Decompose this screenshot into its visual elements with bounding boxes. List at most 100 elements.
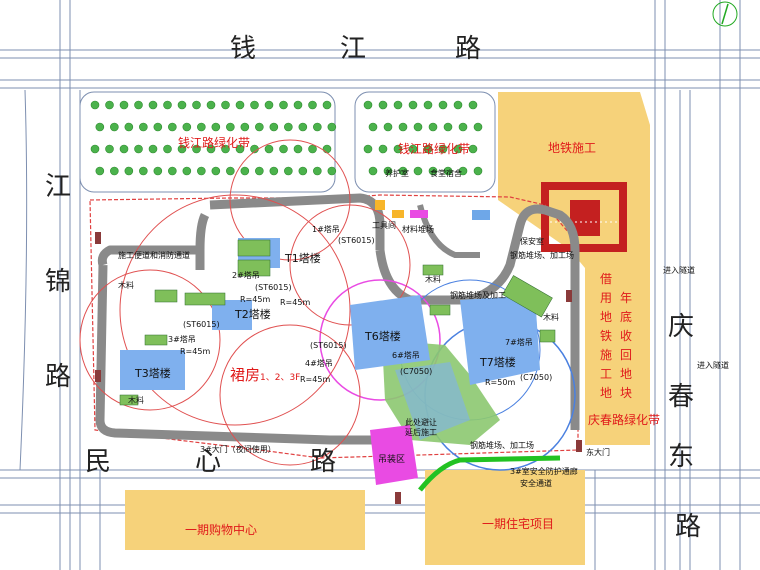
podium-label: 裙房 [230, 366, 260, 384]
tree-icon [413, 122, 423, 132]
guard-room-label: 养护室 [385, 168, 409, 178]
crane-6-name: 6#塔吊 [392, 350, 420, 360]
residential-zone [425, 470, 585, 565]
tree-icon [279, 100, 288, 110]
tree-icon [383, 122, 393, 132]
tree-icon [119, 144, 129, 154]
box-pink [410, 210, 428, 218]
metro-borrow-0: 借 [600, 272, 612, 286]
safety-walk-2-label: 安全通道 [520, 478, 552, 488]
crane-3-radius: R=45m [180, 347, 210, 356]
crane-1-model: (ST6015) [338, 236, 375, 245]
crane-2-model: (ST6015) [255, 283, 292, 292]
gate-marker-4 [576, 440, 582, 452]
box-orange [392, 210, 404, 218]
year-end-0: 年 [620, 291, 632, 305]
tree-icon [90, 144, 100, 154]
metro-label: 地铁施工 [548, 141, 596, 155]
tower-t6-label: T6塔楼 [364, 329, 401, 343]
tree-icon [153, 166, 163, 176]
tree-icon [398, 122, 408, 132]
tree-icon [393, 100, 403, 110]
gate-marker-2 [95, 370, 101, 382]
metro-borrow-1: 用 [600, 291, 612, 305]
mall-zone [125, 490, 365, 550]
crane-labels: T1塔楼 (ST6015) 1#塔吊 T2塔楼 (ST6015) 2#塔吊 R=… [134, 224, 552, 387]
tree-icon [279, 144, 288, 154]
tree-icon [322, 144, 332, 154]
later-build-0: 此处避让 [405, 417, 437, 427]
crane-circle-4 [219, 324, 361, 466]
tree-icon [105, 100, 114, 110]
safety-walk-1-label: 3#室安全防护通廊 [510, 466, 578, 476]
tree-icon [206, 100, 216, 110]
gate-marker-1 [95, 232, 101, 244]
rebar-yard-2-label: 钢筋堆场及加工 [450, 290, 506, 300]
tower-t1-label: T1塔楼 [284, 251, 321, 265]
wood-4-label: 木料 [543, 312, 559, 322]
tree-icon [168, 166, 177, 176]
road-east-char-0: 庆 [668, 312, 694, 342]
tower-t3-label: T3塔楼 [134, 366, 171, 380]
tree-icon [124, 166, 134, 176]
wood-2-label: 木料 [128, 395, 144, 405]
road-north-char-1: 江 [340, 34, 366, 64]
tree-icon [148, 144, 158, 154]
greenbelt-3-label: 庆春路绿化带 [588, 412, 660, 427]
tree-icon [255, 122, 264, 132]
tunnel-in-label: 进入隧道 [663, 265, 695, 275]
tree-icon [293, 100, 303, 110]
tree-icon [393, 144, 403, 154]
tree-icon [458, 122, 468, 132]
road-north-char-0: 钱 [230, 34, 256, 64]
crane-2-radius: R=45m [240, 295, 270, 304]
tree-icon [153, 122, 163, 132]
tree-icon [119, 100, 129, 110]
tree-icon [298, 166, 308, 176]
box-blue [472, 210, 490, 220]
tree-icon [182, 122, 192, 132]
tower-t7 [460, 295, 540, 385]
road-north-char-2: 路 [455, 34, 481, 64]
year-end-column: 年 底 收 回 地 块 [620, 291, 632, 400]
tree-icon [134, 144, 143, 154]
year-end-2: 收 [620, 329, 632, 343]
crane-circle-magenta [319, 279, 441, 401]
tree-icon [264, 100, 274, 110]
tree-icon [90, 100, 100, 110]
tower-t7-label: T7塔楼 [479, 355, 516, 369]
tree-icon [313, 166, 322, 176]
tree-icon [226, 122, 235, 132]
north-arrow [712, 1, 738, 27]
tree-icon [413, 166, 423, 176]
tree-icon [134, 100, 143, 110]
tree-icon [192, 144, 201, 154]
tree-icon [438, 100, 448, 110]
hoist-zone-label: 吊装区 [378, 453, 405, 465]
tree-icon [473, 122, 483, 132]
metro-borrow-2: 地 [600, 310, 612, 324]
greenbelt-2-label: 钱江路绿化带 [398, 141, 470, 156]
road-south-char-0: 民 [85, 447, 111, 477]
tower-t2-label: T2塔楼 [234, 307, 271, 321]
tree-icon [211, 166, 221, 176]
tree-icon [240, 166, 250, 176]
tree-icon [197, 122, 206, 132]
rebar-yard-1-label: 钢筋堆场、加工场 [510, 250, 574, 260]
tree-icon [240, 122, 250, 132]
tool-room-label: 工具间 [372, 221, 396, 230]
year-end-5: 块 [620, 386, 632, 400]
road-east-char-3: 路 [675, 512, 701, 542]
tree-icon [468, 100, 478, 110]
tree-icon [221, 144, 230, 154]
site-office-label: 食堂宿舍 [430, 168, 462, 178]
tree-icon [110, 122, 119, 132]
tree-icon [269, 166, 279, 176]
wood-1-label: 木料 [118, 280, 134, 290]
tree-icon [443, 122, 453, 132]
tree-icon [453, 100, 463, 110]
gate-south-label: 3#大门（夜间使用） [200, 444, 276, 454]
tree-icon [408, 100, 418, 110]
tree-icon [308, 100, 317, 110]
metro-borrow-3: 铁 [600, 329, 612, 343]
